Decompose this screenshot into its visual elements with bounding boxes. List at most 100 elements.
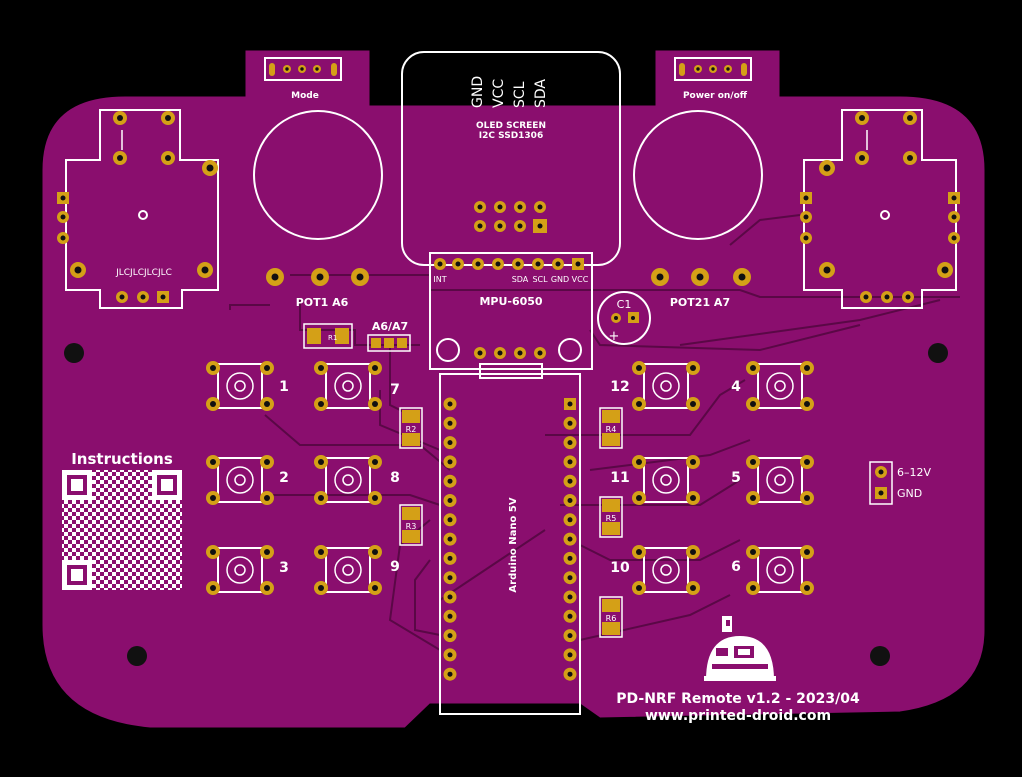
mpu-pin-label: GND bbox=[551, 275, 569, 284]
button-pad-hole bbox=[210, 549, 216, 555]
oled-title-2: I2C SSD1306 bbox=[479, 131, 543, 141]
power-switch-header: Power on/off bbox=[674, 57, 752, 101]
button-pad-hole bbox=[372, 401, 378, 407]
tactile-button: 8 bbox=[314, 455, 400, 505]
c1-label: C1 bbox=[617, 298, 632, 311]
jumper-a6-a7: A6/A7 bbox=[367, 320, 411, 352]
oled-pads bbox=[474, 201, 547, 233]
button-pad-hole bbox=[804, 401, 810, 407]
nano-pad-hole bbox=[567, 594, 573, 600]
nano-pad-hole bbox=[447, 420, 453, 426]
button-pad-hole bbox=[690, 495, 696, 501]
button-pad-hole bbox=[636, 365, 642, 371]
joystick-left-label: JLCJLCJLCJLC bbox=[115, 268, 172, 278]
button-pad-hole bbox=[264, 365, 270, 371]
tactile-button: 2 bbox=[206, 455, 289, 505]
button-pad-hole bbox=[750, 401, 756, 407]
mpu-pad-hole bbox=[437, 261, 443, 267]
button-center bbox=[342, 564, 354, 576]
button-center bbox=[234, 564, 246, 576]
button-pad-hole bbox=[804, 495, 810, 501]
button-pad-hole bbox=[264, 585, 270, 591]
left-joystick: JLCJLCJLCJLC bbox=[57, 109, 219, 309]
power-in-label-2: GND bbox=[897, 487, 922, 500]
button-center bbox=[774, 474, 786, 486]
nano-pad-hole bbox=[567, 652, 573, 658]
r1-label: R1 bbox=[328, 334, 337, 342]
resistor-r6: R6 bbox=[599, 596, 623, 638]
button-center bbox=[342, 380, 354, 392]
mounting-holes bbox=[64, 343, 948, 666]
button-ring bbox=[652, 372, 680, 400]
button-pad-hole bbox=[690, 549, 696, 555]
right-joystick bbox=[800, 109, 960, 309]
button-number-label: 7 bbox=[390, 382, 400, 398]
tactile-button: 6 bbox=[731, 545, 814, 595]
button-pad-hole bbox=[690, 585, 696, 591]
r2-label: R2 bbox=[406, 425, 417, 434]
nano-pad-hole bbox=[447, 498, 453, 503]
button-pad-hole bbox=[804, 549, 810, 555]
button-pad-hole bbox=[318, 549, 324, 555]
button-ring bbox=[226, 372, 254, 400]
pot-right-label: POT21 A7 bbox=[670, 296, 730, 309]
nano-pad-hole bbox=[567, 459, 573, 465]
button-ring bbox=[766, 556, 794, 584]
button-number-label: 5 bbox=[731, 470, 741, 486]
button-outline bbox=[325, 547, 371, 593]
button-pad-hole bbox=[372, 495, 378, 501]
tactile-button: 4 bbox=[731, 361, 814, 411]
button-number-label: 1 bbox=[279, 379, 289, 395]
mode-switch-header: Mode bbox=[264, 57, 342, 101]
nano-pad-hole bbox=[447, 536, 453, 542]
button-number-label: 11 bbox=[610, 470, 629, 486]
instructions-label: Instructions bbox=[71, 450, 173, 468]
button-number-label: 2 bbox=[279, 470, 289, 486]
button-center bbox=[234, 474, 246, 486]
nano-pad-hole bbox=[447, 459, 453, 465]
button-pad-hole bbox=[210, 401, 216, 407]
tactile-button: 3 bbox=[206, 545, 289, 595]
button-outline bbox=[325, 363, 371, 409]
button-ring bbox=[334, 556, 362, 584]
c1-plus: + bbox=[609, 329, 620, 344]
oled-pin-label: GND bbox=[470, 76, 486, 108]
nano-pad-hole bbox=[567, 671, 573, 677]
button-ring bbox=[226, 556, 254, 584]
button-pad-hole bbox=[318, 585, 324, 591]
nano-pad-hole bbox=[567, 420, 573, 426]
nano-pad-hole bbox=[447, 401, 453, 407]
button-pad-hole bbox=[636, 459, 642, 465]
button-outline bbox=[217, 547, 263, 593]
board-title: PD-NRF Remote v1.2 - 2023/04 bbox=[616, 691, 860, 707]
button-outline bbox=[757, 547, 803, 593]
nano-pad-hole bbox=[567, 498, 573, 503]
button-center bbox=[660, 564, 672, 576]
nano-pad-hole bbox=[567, 555, 573, 561]
nano-pad-hole bbox=[567, 517, 573, 523]
tactile-button: 5 bbox=[731, 455, 814, 505]
button-pad-hole bbox=[750, 495, 756, 501]
board-outline bbox=[41, 49, 986, 729]
button-outline bbox=[217, 363, 263, 409]
button-center bbox=[660, 474, 672, 486]
button-pad-hole bbox=[804, 585, 810, 591]
nano-pad-hole bbox=[567, 575, 573, 581]
resistor-r2: R2 bbox=[399, 407, 423, 449]
mpu-pad-hole bbox=[515, 261, 521, 267]
button-number-label: 3 bbox=[279, 560, 289, 576]
pot-left-pads bbox=[266, 268, 369, 286]
button-pad-hole bbox=[264, 401, 270, 407]
button-pad-hole bbox=[372, 549, 378, 555]
nano-pad-hole bbox=[447, 575, 453, 581]
button-outline bbox=[643, 363, 689, 409]
nano-pad-hole bbox=[567, 401, 573, 407]
nano-pad-hole bbox=[567, 633, 573, 639]
tactile-button: 12 bbox=[610, 361, 700, 411]
tactile-button: 11 bbox=[610, 455, 700, 505]
button-pad-hole bbox=[372, 459, 378, 465]
button-pad-hole bbox=[636, 401, 642, 407]
mpu-pin-label: SCL bbox=[532, 275, 548, 284]
mpu-pin-label: VCC bbox=[572, 275, 589, 284]
